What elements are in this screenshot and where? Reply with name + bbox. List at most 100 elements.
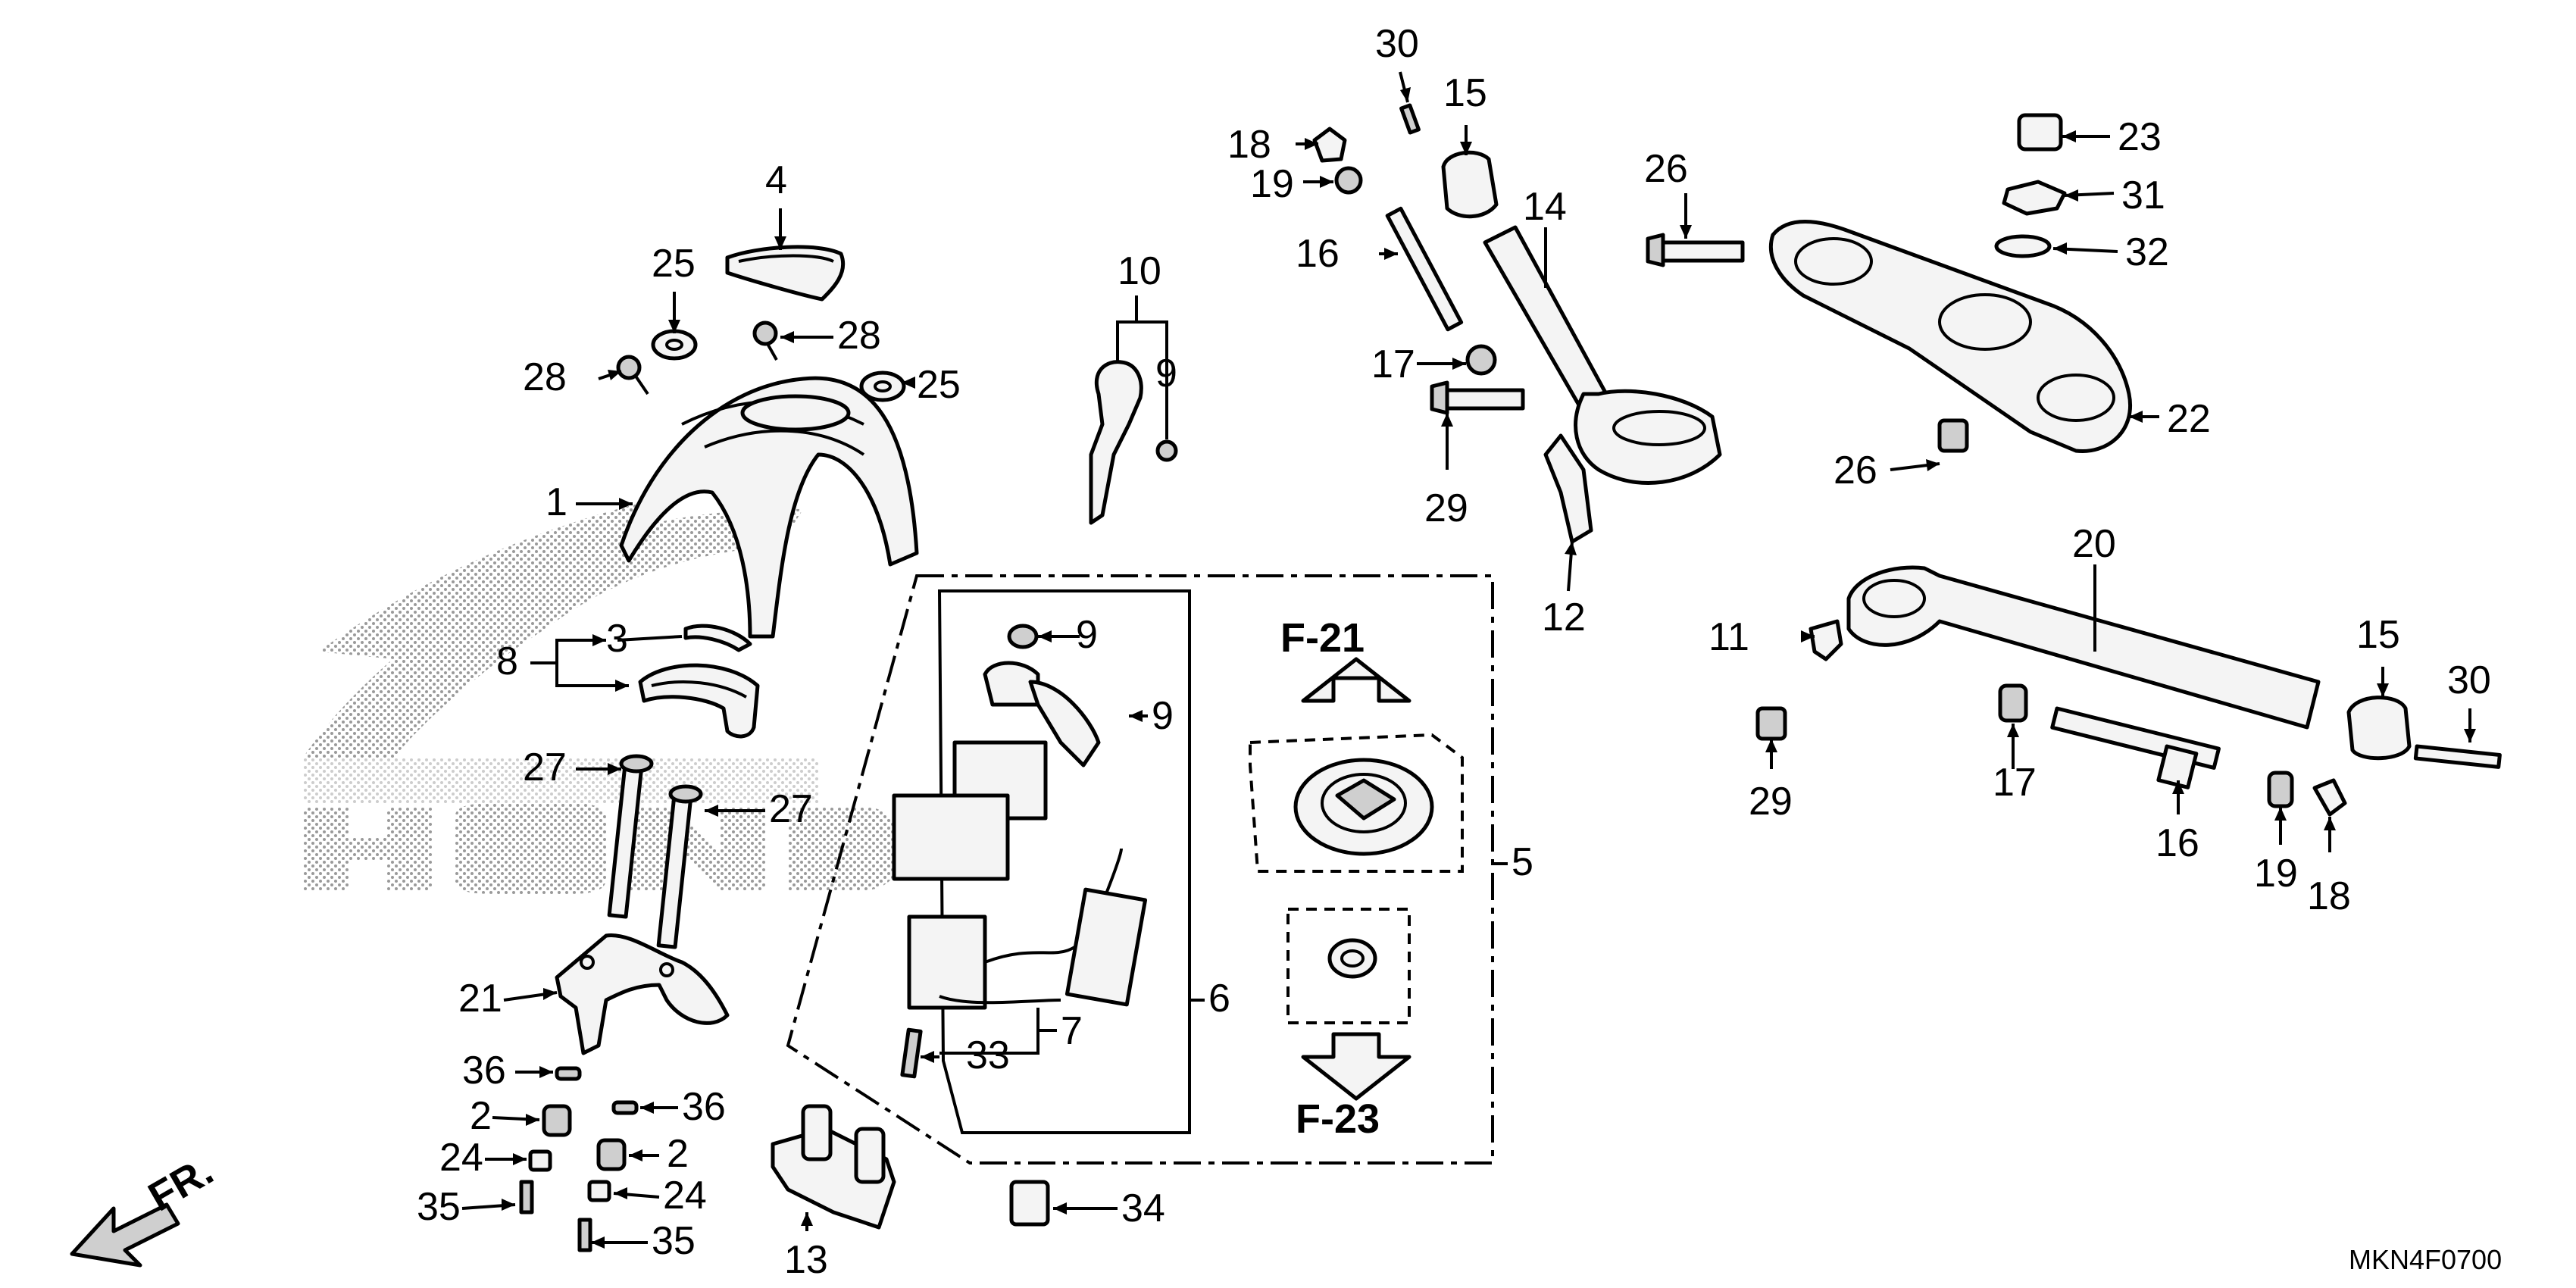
part-32-washer [1994, 234, 2052, 258]
part-20-handlebar-right [1846, 565, 2321, 730]
callout-9-right: 9 [1152, 694, 1174, 738]
callout-30-right: 30 [2447, 658, 2491, 702]
callout-4: 4 [765, 158, 787, 202]
callout-15-right: 15 [2356, 613, 2400, 657]
part-29-bolt-right [1755, 706, 1787, 741]
callout-30-top: 30 [1375, 22, 1419, 66]
callout-2-right: 2 [667, 1132, 689, 1176]
callout-35-left: 35 [417, 1185, 461, 1229]
front-arrow: FR. [70, 1148, 220, 1268]
part-18-19-nuts-top [1312, 127, 1363, 195]
callout-32: 32 [2125, 230, 2169, 274]
leader-arrowheads [502, 87, 2476, 1249]
part-28-screws [616, 320, 778, 395]
part-10-key [1089, 360, 1178, 525]
part-21-bracket [555, 933, 730, 1055]
part-29-bolt-left [1430, 380, 1525, 415]
callout-12: 12 [1542, 596, 1586, 639]
ref-f23: F-23 [1296, 1096, 1380, 1142]
part-small-hardware [519, 1066, 639, 1252]
part-27-bolts [607, 754, 703, 949]
part-34-connector [1009, 1180, 1050, 1227]
callout-17-right: 17 [1993, 761, 2037, 805]
callout-9-lower: 9 [1076, 613, 1098, 657]
callout-28-left: 28 [523, 355, 567, 399]
callout-36-right: 36 [682, 1085, 726, 1129]
callout-15-top: 15 [1443, 71, 1487, 115]
callout-16-right: 16 [2156, 821, 2199, 865]
part-14-handlebar-left [1483, 225, 1722, 485]
part-6-ignition-switch [892, 624, 1148, 1010]
callout-11: 11 [1708, 615, 1749, 659]
part-16-rod-top [1385, 206, 1497, 376]
callout-1: 1 [546, 480, 567, 524]
callout-33: 33 [966, 1033, 1010, 1077]
callout-36-left: 36 [462, 1049, 506, 1093]
plug-ref [1286, 908, 1411, 1024]
up-arrow [1301, 657, 1411, 703]
part-15-weight-right [2346, 696, 2412, 761]
callout-20: 20 [2072, 522, 2116, 566]
part-17-collar-right [1998, 683, 2028, 723]
callout-31: 31 [2121, 174, 2165, 217]
part-11-clip [1809, 619, 1843, 661]
callout-6: 6 [1208, 977, 1230, 1021]
callout-29-left: 29 [1424, 486, 1468, 530]
callout-7: 7 [1061, 1009, 1083, 1053]
part-33-screw [900, 1027, 923, 1079]
callout-21: 21 [458, 977, 502, 1021]
part-30-screw-right [2413, 744, 2502, 769]
callout-3: 3 [606, 617, 628, 661]
part-23-cap [2017, 113, 2063, 152]
callout-22: 22 [2167, 397, 2211, 441]
part-16-rod-right [2050, 706, 2221, 789]
part-26-bolt-top [1646, 233, 1745, 267]
callout-24-right: 24 [663, 1174, 707, 1218]
part-26-bolt-bottom [1937, 418, 1969, 453]
callout-29-right: 29 [1749, 780, 1793, 824]
callout-labels: 1 4 25 28 28 25 3 8 27 27 21 36 36 2 2 2… [417, 22, 2502, 1282]
part-1-handle-cover [619, 376, 919, 639]
part-30-screw-top [1399, 103, 1421, 135]
set-5-outline [786, 574, 1494, 1165]
part-25-grommets [651, 329, 906, 402]
callout-25-right: 25 [917, 363, 961, 407]
part-8-clamp [638, 624, 760, 739]
part-31-nut [2002, 180, 2067, 216]
callout-23: 23 [2118, 115, 2162, 159]
callout-26-top: 26 [1644, 147, 1688, 191]
callout-25-left: 25 [652, 242, 696, 286]
callout-35-right: 35 [652, 1219, 696, 1263]
part-12-bracket [1543, 433, 1593, 544]
part-13-holder [771, 1104, 896, 1230]
callout-5: 5 [1512, 840, 1533, 884]
callout-28-right: 28 [837, 314, 881, 358]
callout-24-left: 24 [439, 1136, 483, 1180]
callout-9-key: 9 [1155, 352, 1177, 395]
callout-19-top: 19 [1250, 162, 1294, 206]
fuel-cap-ref [1249, 733, 1464, 873]
callout-34: 34 [1121, 1186, 1165, 1230]
ref-f21: F-21 [1280, 615, 1365, 661]
honda-text-watermark [303, 803, 902, 894]
callout-27-right: 27 [769, 787, 813, 831]
callout-26-bottom: 26 [1834, 449, 1877, 492]
callout-13: 13 [784, 1238, 828, 1282]
callout-18-top: 18 [1227, 123, 1271, 167]
callout-18-right: 18 [2307, 874, 2351, 918]
callout-16-top: 16 [1296, 232, 1340, 276]
callout-8: 8 [496, 639, 518, 683]
callout-19-right: 19 [2254, 852, 2298, 896]
callout-2-left: 2 [470, 1094, 492, 1138]
part-18-nut-right [2312, 778, 2347, 817]
callout-14: 14 [1523, 185, 1567, 229]
down-arrow [1301, 1032, 1411, 1101]
part-22-top-bridge [1768, 220, 2132, 454]
part-15-weight-top [1441, 150, 1499, 219]
front-label: FR. [141, 1148, 220, 1220]
part-4-emblem [725, 245, 846, 302]
diagram-code: MKN4F0700 [2349, 1244, 2502, 1275]
callout-27-left: 27 [523, 746, 567, 789]
callout-17-top: 17 [1371, 342, 1415, 386]
